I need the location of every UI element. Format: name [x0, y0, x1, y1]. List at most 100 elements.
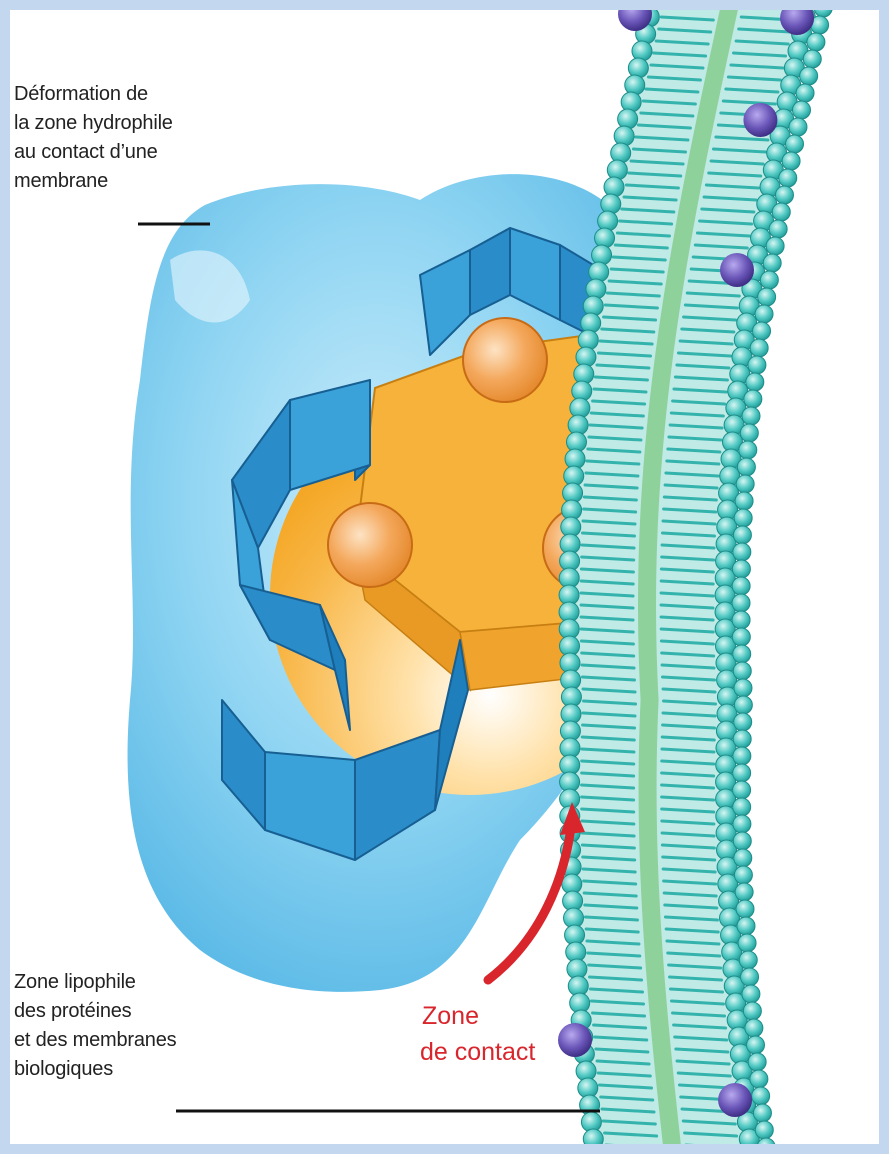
lipid-head	[814, 0, 832, 17]
membrane-protein	[720, 253, 754, 287]
lipid-head	[769, 220, 787, 238]
membrane-protein	[780, 1, 814, 35]
biological-membrane	[558, 0, 832, 1154]
lipid-head	[748, 1053, 766, 1071]
lipid-head	[745, 1019, 763, 1037]
lipid-head	[737, 917, 755, 935]
lipid-head	[734, 713, 752, 731]
lipid-tail	[606, 1145, 658, 1148]
lipid-head	[736, 900, 754, 918]
lipophilic-label-line-3: et des membranes	[14, 1026, 176, 1055]
lipid-head	[733, 543, 751, 561]
membrane-protein	[718, 1083, 752, 1117]
lipid-head	[632, 41, 652, 61]
lipid-head	[799, 0, 819, 10]
lipid-head	[604, 177, 624, 197]
lipid-head	[741, 1146, 761, 1154]
lipid-head	[614, 126, 634, 146]
lipid-head	[621, 92, 641, 112]
lipid-head	[789, 118, 807, 136]
lipid-head	[733, 798, 751, 816]
lipid-head	[733, 815, 751, 833]
lipid-head	[758, 288, 776, 306]
contact-label-line-1: Zone	[420, 998, 535, 1034]
lipid-head	[734, 509, 752, 527]
lipid-head	[734, 696, 752, 714]
lipid-head	[753, 1104, 771, 1122]
lipid-head	[733, 526, 751, 544]
contact-zone-label: Zone de contact	[420, 998, 535, 1070]
lipid-head	[734, 866, 752, 884]
lipid-head	[618, 109, 638, 129]
lipid-head	[796, 84, 814, 102]
lipid-head	[735, 883, 753, 901]
lipid-head	[743, 1002, 761, 1020]
lipid-head	[738, 934, 756, 952]
lipid-head	[643, 0, 663, 10]
lipid-head	[611, 143, 631, 163]
lipid-head	[800, 67, 818, 85]
atom-left	[328, 503, 412, 587]
lipid-head	[734, 849, 752, 867]
lipid-head	[735, 492, 753, 510]
lipid-head	[733, 645, 751, 663]
lipid-head	[744, 390, 762, 408]
lipid-head	[733, 764, 751, 782]
lipid-tail	[686, 1145, 738, 1148]
lipid-head	[733, 747, 751, 765]
lipid-head	[625, 75, 645, 95]
lipid-head	[803, 50, 821, 68]
lipid-head	[607, 160, 627, 180]
lipophilic-label-line-2: des protéines	[14, 997, 176, 1026]
lipophilic-zone-label: Zone lipophile des protéines et des memb…	[14, 968, 176, 1084]
lipid-head	[755, 305, 773, 323]
lipid-head	[750, 1070, 768, 1088]
lipid-head	[733, 832, 751, 850]
lipid-head	[757, 1138, 775, 1154]
lipid-head	[782, 152, 800, 170]
lipid-head	[766, 237, 784, 255]
lipid-head	[628, 58, 648, 78]
lipid-head	[732, 577, 750, 595]
lipid-head	[748, 356, 766, 374]
lipid-head	[753, 322, 771, 340]
lipophilic-label-line-4: biologiques	[14, 1055, 176, 1084]
lipid-head	[741, 968, 759, 986]
lipid-head	[737, 458, 755, 476]
lipid-head	[732, 594, 750, 612]
lipid-head	[775, 186, 793, 204]
lipid-head	[763, 254, 781, 272]
lipophilic-label-line-1: Zone lipophile	[14, 968, 176, 997]
membrane-protein	[558, 1023, 592, 1057]
lipid-head	[739, 951, 757, 969]
lipid-head	[772, 203, 790, 221]
lipid-head	[734, 679, 752, 697]
membrane-protein	[743, 103, 777, 137]
lipid-tail	[744, 5, 796, 8]
lipid-head	[733, 781, 751, 799]
hydrophilic-label-line-3: au contact d’une	[14, 138, 173, 167]
hydrophilic-label-line-2: la zone hydrophile	[14, 109, 173, 138]
lipid-head	[740, 424, 758, 442]
lipid-head	[732, 560, 750, 578]
lipid-head	[746, 373, 764, 391]
lipid-head	[585, 1146, 605, 1154]
lipid-head	[779, 169, 797, 187]
lipid-head	[786, 135, 804, 153]
hydrophilic-label-line-4: membrane	[14, 167, 173, 196]
atom-top	[463, 318, 547, 402]
lipid-head	[746, 1036, 764, 1054]
lipid-head	[792, 101, 810, 119]
lipid-head	[807, 33, 825, 51]
lipid-head	[752, 1087, 770, 1105]
lipid-head	[760, 271, 778, 289]
lipid-head	[755, 1121, 773, 1139]
lipid-head	[742, 985, 760, 1003]
lipid-head	[732, 628, 750, 646]
hydrophilic-zone-label: Déformation de la zone hydrophile au con…	[14, 80, 173, 196]
lipid-head	[736, 475, 754, 493]
lipid-head	[739, 441, 757, 459]
hydrophilic-label-line-1: Déformation de	[14, 80, 173, 109]
lipid-head	[583, 1129, 603, 1149]
lipid-head	[733, 662, 751, 680]
